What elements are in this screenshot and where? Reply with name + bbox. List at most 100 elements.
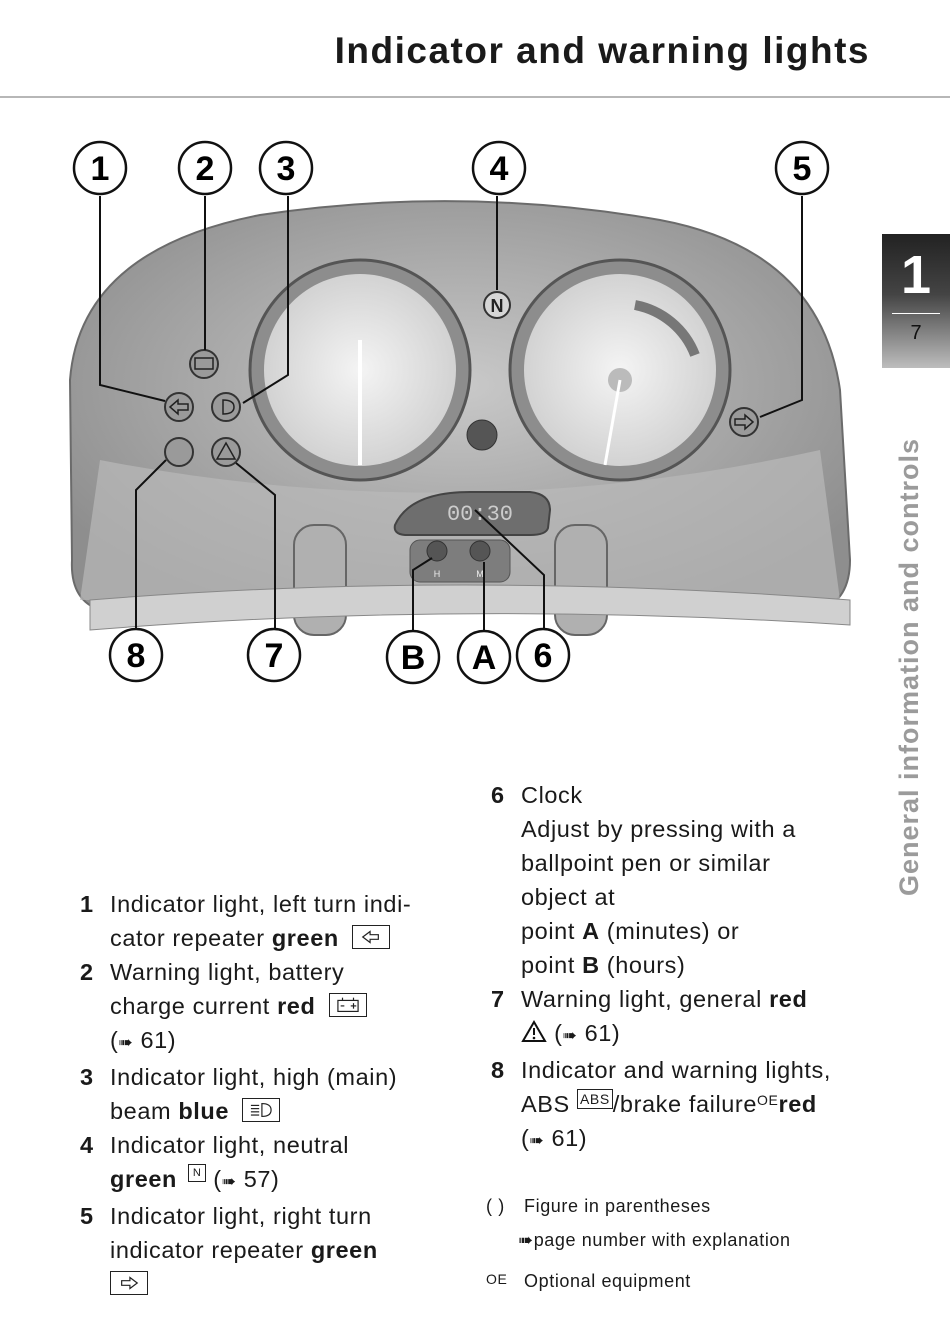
- clock-button-a: [469, 540, 491, 562]
- item-number: 7: [491, 986, 505, 1012]
- list-item: 4 Indicator light, neutral green N (➠ 57…: [80, 1128, 460, 1199]
- item-color: green: [271, 925, 339, 951]
- page-title: Indicator and warning lights: [334, 30, 870, 71]
- battery-icon: [328, 992, 367, 1017]
- clock-button-panel: [409, 539, 511, 583]
- item-point-label: A: [582, 918, 600, 944]
- item-number: 5: [80, 1203, 94, 1229]
- page-ref: 61: [551, 1125, 579, 1151]
- callout-4: 4: [490, 150, 509, 188]
- right-turn-icon: [110, 1270, 148, 1295]
- legend-row: ( ) Figure in parentheses: [486, 1196, 711, 1217]
- item-text: /brake failure: [612, 1091, 758, 1117]
- item-color: blue: [178, 1098, 230, 1124]
- callout-8: 8: [127, 637, 146, 675]
- item-text: cator repeater: [110, 925, 272, 951]
- item-number: 4: [80, 1132, 94, 1158]
- list-item: 5 Indicator light, right turn indicator …: [80, 1199, 460, 1301]
- tachometer-redzone: [633, 300, 700, 357]
- item-text: Indicator light, left turn indi-: [110, 891, 412, 917]
- chapter-side-title: General information and controls: [894, 437, 924, 896]
- page-ref-arrow-icon: ➠: [118, 1033, 134, 1052]
- item-text: ABS: [521, 1091, 577, 1117]
- center-knob: [466, 419, 498, 451]
- clock-button-b-label: H: [434, 569, 441, 579]
- clock-button-a-label: M: [476, 569, 484, 579]
- item-text: (minutes) or: [599, 918, 740, 944]
- list-item: 6 Clock Adjust by pressing with a ballpo…: [491, 778, 881, 982]
- item-text: Indicator and warning lights,: [521, 1057, 832, 1083]
- chapter-divider: [892, 313, 940, 314]
- item-number: 3: [80, 1064, 94, 1090]
- item-number: 1: [80, 891, 94, 917]
- callout-7: 7: [265, 637, 284, 675]
- callout-a: A: [472, 639, 497, 677]
- item-point-label: B: [582, 952, 600, 978]
- item-text: Indicator light, neutral: [110, 1132, 350, 1158]
- item-text: point: [521, 952, 583, 978]
- item-color: red: [778, 1091, 817, 1117]
- list-item: 1 Indicator light, left turn indi- cator…: [80, 887, 460, 955]
- callout-leader-lines: [99, 196, 803, 630]
- legend-symbol: ( ): [486, 1196, 505, 1216]
- header-rule: [0, 96, 950, 98]
- item-text: Indicator light, high (main): [110, 1064, 398, 1090]
- item-number: 2: [80, 959, 94, 985]
- instrument-cluster-figure: N 00:30 H M 1 2 3 4: [68, 140, 852, 685]
- clock-button-b: [426, 540, 448, 562]
- item-text: Adjust by pressing with a: [521, 816, 796, 842]
- neutral-light-icon: [483, 291, 511, 319]
- callout-1: 1: [91, 150, 110, 188]
- callout-3: 3: [277, 150, 296, 188]
- warning-triangle-icon: [521, 1020, 547, 1042]
- callout-2: 2: [196, 150, 215, 188]
- tachometer-needle: [603, 379, 622, 466]
- optional-equipment-mark: OE: [757, 1092, 779, 1108]
- left-turn-light-icon: [164, 392, 194, 422]
- right-turn-light-icon: [729, 407, 759, 437]
- item-color: red: [277, 993, 316, 1019]
- item-text: indicator repeater: [110, 1237, 311, 1263]
- abs-icon: ABS: [576, 1089, 613, 1109]
- left-turn-icon: [351, 924, 390, 949]
- list-item: 3 Indicator light, high (main) beam blue: [80, 1060, 460, 1128]
- list-item: 8 Indicator and warning lights, ABS ABS/…: [491, 1053, 881, 1158]
- legend-row: ➠page number with explanation: [518, 1230, 791, 1251]
- indicator-list-left: 1 Indicator light, left turn indi- cator…: [80, 887, 460, 1301]
- abs-light-icon: [164, 437, 194, 467]
- callout-5: 5: [793, 150, 812, 188]
- indicator-list-right: 6 Clock Adjust by pressing with a ballpo…: [491, 778, 881, 1158]
- page-ref: 61: [140, 1027, 168, 1053]
- handlebar-clamp-right: [554, 524, 608, 636]
- item-text: charge current: [110, 993, 278, 1019]
- item-text: object at: [521, 884, 616, 910]
- item-text: Indicator light, right turn: [110, 1203, 372, 1229]
- handlebar-clamp-left: [293, 524, 347, 636]
- item-color: green: [110, 1166, 177, 1192]
- legend-text: Figure in parentheses: [524, 1196, 711, 1216]
- item-text: point: [521, 918, 583, 944]
- item-color: red: [769, 986, 808, 1012]
- chapter-tab: 1 7: [882, 234, 950, 368]
- page-ref-arrow-icon: ➠: [529, 1131, 545, 1150]
- high-beam-light-icon: [211, 392, 241, 422]
- battery-light-icon: [189, 349, 219, 379]
- neutral-light-letter: N: [491, 296, 504, 316]
- list-item: 2 Warning light, battery charge current …: [80, 955, 460, 1060]
- callout-b: B: [401, 639, 426, 677]
- callout-6: 6: [534, 637, 553, 675]
- page-ref-arrow-icon: ➠: [221, 1172, 237, 1191]
- handlebar: [89, 584, 851, 631]
- item-text: Warning light, general: [521, 986, 770, 1012]
- page-ref-arrow-icon: ➠: [562, 1026, 578, 1045]
- item-number: 6: [491, 782, 505, 808]
- item-text: Clock: [521, 782, 583, 808]
- item-text: (hours): [599, 952, 686, 978]
- high-beam-icon: [242, 1097, 281, 1122]
- item-text: Warning light, battery: [110, 959, 345, 985]
- list-item: 7 Warning light, general red (➠ 61): [491, 982, 881, 1053]
- chapter-number: 1: [900, 245, 932, 305]
- clock-display: [393, 491, 552, 536]
- legend-symbol: OE: [486, 1271, 508, 1287]
